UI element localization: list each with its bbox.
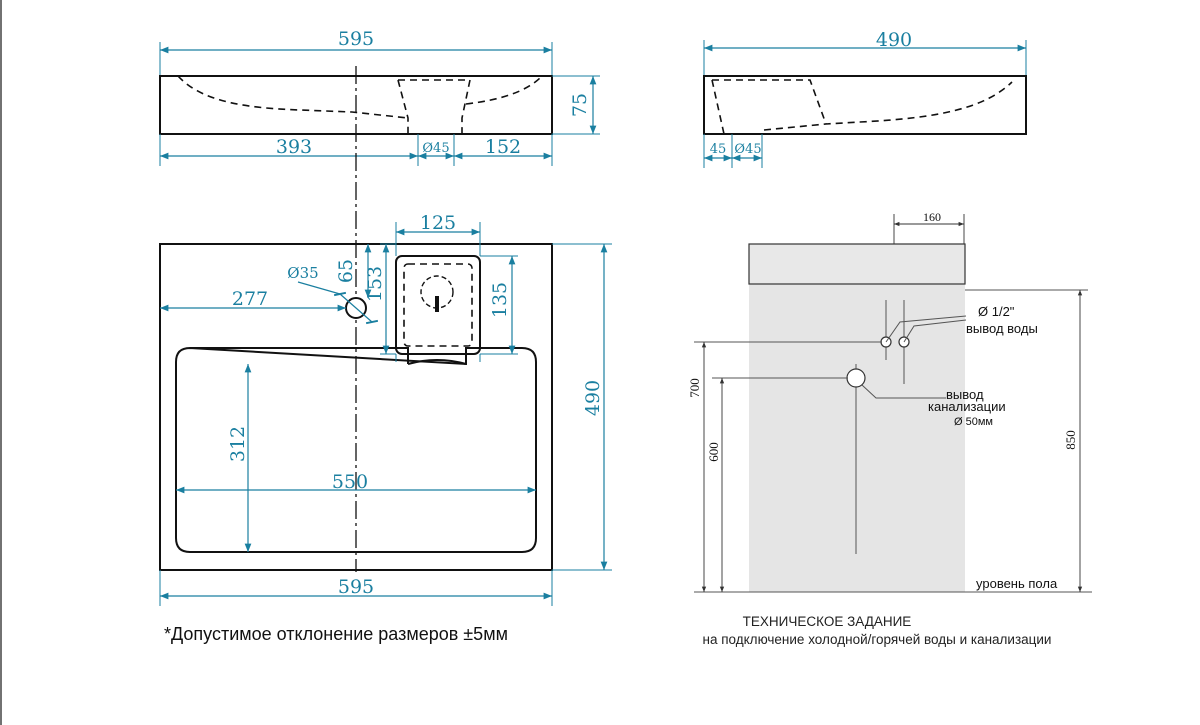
- h-total-label: 850: [1063, 430, 1078, 450]
- tap-left-label: 277: [232, 288, 268, 310]
- h-drain-label: 600: [706, 442, 721, 462]
- drain-outlet: [846, 368, 866, 388]
- front-right-label: 152: [485, 136, 521, 158]
- installation-scheme: 160 Ø 1/2" вывод воды вывод канализации …: [687, 210, 1092, 593]
- spec-title-text: ТЕХНИЧЕСКОЕ ЗАДАНИЕ: [742, 614, 912, 629]
- width-bottom-label: 595: [338, 576, 374, 598]
- wall-zone: [749, 284, 965, 592]
- drain-label-3: Ø 50мм: [954, 416, 993, 428]
- drain-label-1: вывод: [946, 387, 984, 402]
- well-depth-inner-label: 135: [489, 282, 511, 318]
- h-water-label: 700: [687, 378, 702, 398]
- front-left-label: 393: [276, 136, 312, 158]
- drain-well: [395, 255, 481, 355]
- sink-slab: [748, 243, 966, 285]
- spec-subtitle-text: на подключение холодной/горячей воды и к…: [702, 632, 1052, 647]
- front-drain-label: Ø45: [422, 141, 449, 156]
- tap-top-label: 65: [335, 259, 357, 283]
- water-label-2: вывод воды: [966, 321, 1038, 336]
- total-depth-label: 490: [582, 380, 604, 416]
- side-drain-label: Ø45: [734, 142, 761, 157]
- basin-outline: [175, 346, 537, 553]
- spec-subtitle: на подключение холодной/горячей воды и к…: [0, 632, 1200, 647]
- side-depth-label: 490: [876, 29, 912, 51]
- top-view: Ø35 277 65 153 125 135 312 550 490: [159, 212, 612, 606]
- drain-label-2: канализации: [928, 399, 1006, 414]
- water-spacing-label: 160: [923, 210, 941, 224]
- side-view: 490 45 Ø45: [703, 29, 1027, 168]
- front-height-label: 75: [569, 93, 591, 117]
- front-view: 595 75 393 Ø45 152: [159, 28, 600, 166]
- well-width-label: 125: [420, 212, 456, 234]
- side-outline: [703, 75, 1027, 135]
- water-label-1: Ø 1/2": [978, 304, 1015, 319]
- floor-label: уровень пола: [976, 576, 1058, 591]
- tap-diameter-label: Ø35: [287, 264, 318, 282]
- side-offset-label: 45: [710, 142, 727, 157]
- basin-width-label: 550: [332, 471, 368, 493]
- basin-depth-label: 312: [227, 426, 249, 462]
- spec-title: ТЕХНИЧЕСКОЕ ЗАДАНИЕ: [0, 614, 1200, 629]
- top-outline: [159, 243, 553, 571]
- tolerance-note: *Допустимое отклонение размеров ±5мм: [164, 624, 508, 644]
- well-depth-outer-label: 153: [364, 266, 386, 302]
- front-width-label: 595: [338, 28, 374, 50]
